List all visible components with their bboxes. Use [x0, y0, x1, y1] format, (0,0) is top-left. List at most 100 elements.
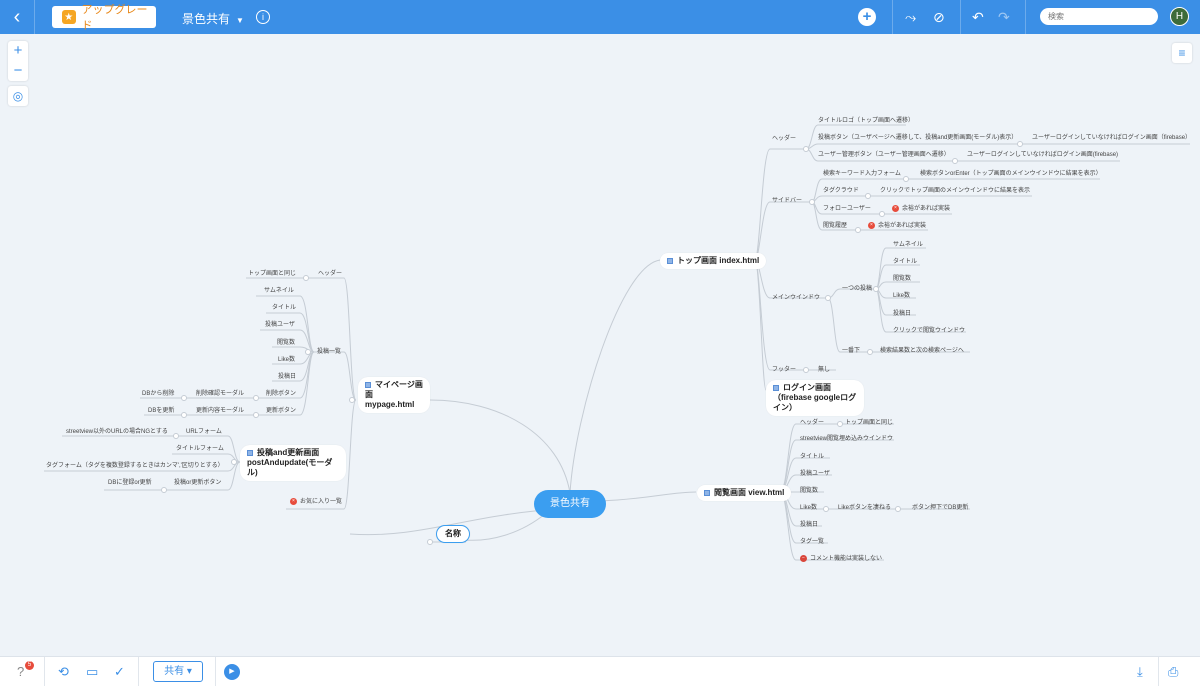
mypage-header-same[interactable]: トップ画面と同じ [248, 271, 297, 277]
mypage-list-item[interactable]: Like数 [278, 357, 296, 363]
presentation-icon[interactable]: ▭ [86, 664, 99, 679]
toolbar-divider [960, 0, 961, 34]
favorites-node[interactable]: ×お気に入り一覧 [290, 498, 342, 506]
top-post-field[interactable]: タイトル [893, 259, 918, 265]
view-item[interactable]: streetview閲覧埋め込みウインドウ [800, 436, 894, 442]
undo-icon[interactable]: ↶ [972, 9, 984, 25]
top-post-field[interactable]: 閲覧数 [893, 276, 912, 282]
user-avatar[interactable]: H [1170, 7, 1189, 26]
post-submit-button[interactable]: 投稿or更新ボタン [174, 480, 222, 486]
view-header-same[interactable]: トップ画面と同じ [845, 420, 894, 426]
top-toolbar: ‹ ★ アップグレード 景色共有▼ i + ⤳ ⊘ ↶ ↷ H [0, 0, 1200, 34]
bottom-toolbar: ? 5 ⟲ ▭ ✓ 共有 ▾ ▶ ⤓ ⎙ [0, 656, 1200, 686]
cancel-icon: × [892, 205, 899, 212]
mypage-list-item[interactable]: 投稿ユーザ [265, 322, 295, 328]
view-like-db[interactable]: ボタン押下でDB更新 [912, 505, 969, 511]
mypage-update-modal[interactable]: 更新内容モーダル [196, 408, 245, 414]
relationship-icon[interactable]: ⤳ [905, 9, 917, 25]
outline-menu-icon[interactable]: ≡ [1172, 43, 1192, 63]
print-icon[interactable]: ⎙ [1168, 664, 1179, 679]
view-item[interactable]: 投稿ユーザ [800, 471, 830, 477]
mypage-list-item[interactable]: 閲覧数 [277, 340, 296, 346]
help-icon[interactable]: ? [17, 664, 25, 679]
mypage-list-item[interactable]: タイトル [272, 305, 297, 311]
top-follow-note[interactable]: ×余裕があれば実装 [892, 205, 950, 213]
branch-view-screen[interactable]: 閲覧画面 view.html [697, 485, 792, 501]
post-url-form[interactable]: URLフォーム [186, 429, 222, 435]
top-post-field[interactable]: 投稿日 [893, 311, 912, 317]
post-url-note[interactable]: streetview以外のURLの場合NGとする [66, 429, 168, 435]
branch-login-screen[interactable]: ログイン画面（firebase googleログイン） [766, 380, 864, 416]
top-bottom-note[interactable]: 検索結果数と次の検索ページへ [880, 348, 964, 354]
download-icon[interactable]: ⤓ [1137, 664, 1143, 679]
mypage-delete-button[interactable]: 削除ボタン [266, 391, 297, 397]
info-icon[interactable]: i [256, 10, 270, 24]
top-user-button[interactable]: ユーザー管理ボタン（ユーザー管理画面へ遷移） [818, 152, 950, 158]
mypage-list-item[interactable]: 投稿日 [278, 374, 297, 380]
top-follow-user[interactable]: フォローユーザー [823, 206, 871, 212]
share-button[interactable]: 共有 ▾ [153, 661, 203, 682]
mypage-update-db[interactable]: DBを更新 [148, 408, 175, 414]
no-entry-icon[interactable]: ⊘ [933, 9, 945, 25]
top-footer-none[interactable]: 無し [818, 367, 831, 373]
post-title-form[interactable]: タイトルフォーム [176, 446, 224, 452]
post-tag-form[interactable]: タグフォーム（タグを複数登録するときはカンマ','区切りとする） [46, 463, 224, 469]
top-post-field[interactable]: クリックで閲覧ウインドウ [893, 328, 966, 334]
top-post-login[interactable]: ユーザーログインしていなければログイン画面（firebase） [1032, 135, 1192, 141]
top-post-button[interactable]: 投稿ボタン（ユーザページへ遷移して、投稿and更新画面(モーダル)表示） [818, 135, 1018, 141]
mypage-header[interactable]: ヘッダー [318, 271, 343, 277]
post-submit-db[interactable]: DBに登録or更新 [108, 480, 152, 486]
view-post-date[interactable]: 投稿日 [800, 522, 819, 528]
top-header[interactable]: ヘッダー [772, 136, 797, 142]
zoom-in-icon[interactable]: + [13, 42, 23, 59]
view-header[interactable]: ヘッダー [800, 420, 825, 426]
view-like-push[interactable]: Likeボタンを凄ねる [838, 505, 892, 511]
top-search-result[interactable]: 検索ボタンorEnter（トップ画面のメインウインドウに結果を表示） [920, 171, 1102, 177]
view-no-comment[interactable]: −コメント機能は実装しない [800, 555, 882, 563]
top-post-field[interactable]: サムネイル [893, 242, 923, 248]
top-search-form[interactable]: 検索キーワード入力フォーム [823, 171, 901, 177]
top-user-login[interactable]: ユーザーログインしていなければログイン画面(firebase) [967, 152, 1119, 158]
central-topic[interactable]: 景色共有 [534, 490, 606, 518]
history-icon[interactable]: ⟲ [58, 664, 69, 679]
branch-mypage-screen[interactable]: マイページ画面 mypage.html [358, 377, 430, 413]
zoom-out-icon[interactable]: − [13, 62, 23, 79]
topic-marker-icon [773, 384, 779, 391]
check-icon[interactable]: ✓ [114, 664, 125, 679]
mindmap-canvas[interactable]: 景色共有 名称 トップ画面 index.html ヘッダー タイトルロゴ（トップ… [0, 34, 1200, 656]
view-tag-list[interactable]: タグ一覧 [800, 539, 825, 545]
mypage-delete-modal[interactable]: 削除確認モーダル [196, 391, 245, 397]
top-post-field[interactable]: Like数 [893, 293, 911, 299]
top-title-logo[interactable]: タイトルロゴ（トップ画面へ遷移） [818, 118, 915, 124]
top-tag-cloud[interactable]: タグクラウド [823, 188, 859, 194]
minus-icon: − [800, 555, 807, 562]
branch-post-modal[interactable]: 投稿and更新画面 postAndupdate(モーダル) [240, 445, 346, 481]
view-item[interactable]: タイトル [800, 454, 825, 460]
back-arrow-icon[interactable]: ‹ [13, 5, 21, 28]
top-single-post[interactable]: 一つの投稿 [842, 286, 873, 292]
mypage-update-button[interactable]: 更新ボタン [266, 408, 297, 414]
mypage-post-list[interactable]: 投稿一覧 [317, 349, 342, 355]
redo-icon[interactable]: ↷ [998, 9, 1010, 25]
topic-marker-icon [365, 381, 371, 388]
mypage-delete-db[interactable]: DBから削除 [142, 391, 175, 397]
top-history[interactable]: 閲覧履歴 [823, 223, 848, 229]
document-title-dropdown[interactable]: 景色共有▼ [182, 10, 244, 27]
branch-top-screen[interactable]: トップ画面 index.html [660, 253, 767, 269]
top-history-note[interactable]: ×余裕があれば実装 [868, 222, 926, 230]
locate-center-icon[interactable]: ◎ [8, 86, 28, 106]
top-bottom[interactable]: 一番下 [842, 348, 861, 354]
search-input[interactable] [1040, 8, 1158, 25]
mypage-list-item[interactable]: サムネイル [264, 288, 294, 294]
view-item[interactable]: 閲覧数 [800, 488, 819, 494]
play-icon[interactable]: ▶ [224, 664, 240, 680]
upgrade-button[interactable]: ★ アップグレード [52, 4, 156, 32]
view-like-count[interactable]: Like数 [800, 505, 818, 511]
top-sidebar[interactable]: サイドバー [772, 198, 803, 204]
top-main-window[interactable]: メインウインドウ [772, 295, 821, 301]
add-topic-icon[interactable]: + [858, 8, 876, 26]
floating-topic[interactable]: 名称 [436, 525, 470, 543]
topic-marker-icon [704, 489, 710, 496]
top-tag-result[interactable]: クリックでトップ画面のメインウインドウに結果を表示 [880, 188, 1031, 194]
top-footer[interactable]: フッター [772, 367, 797, 373]
